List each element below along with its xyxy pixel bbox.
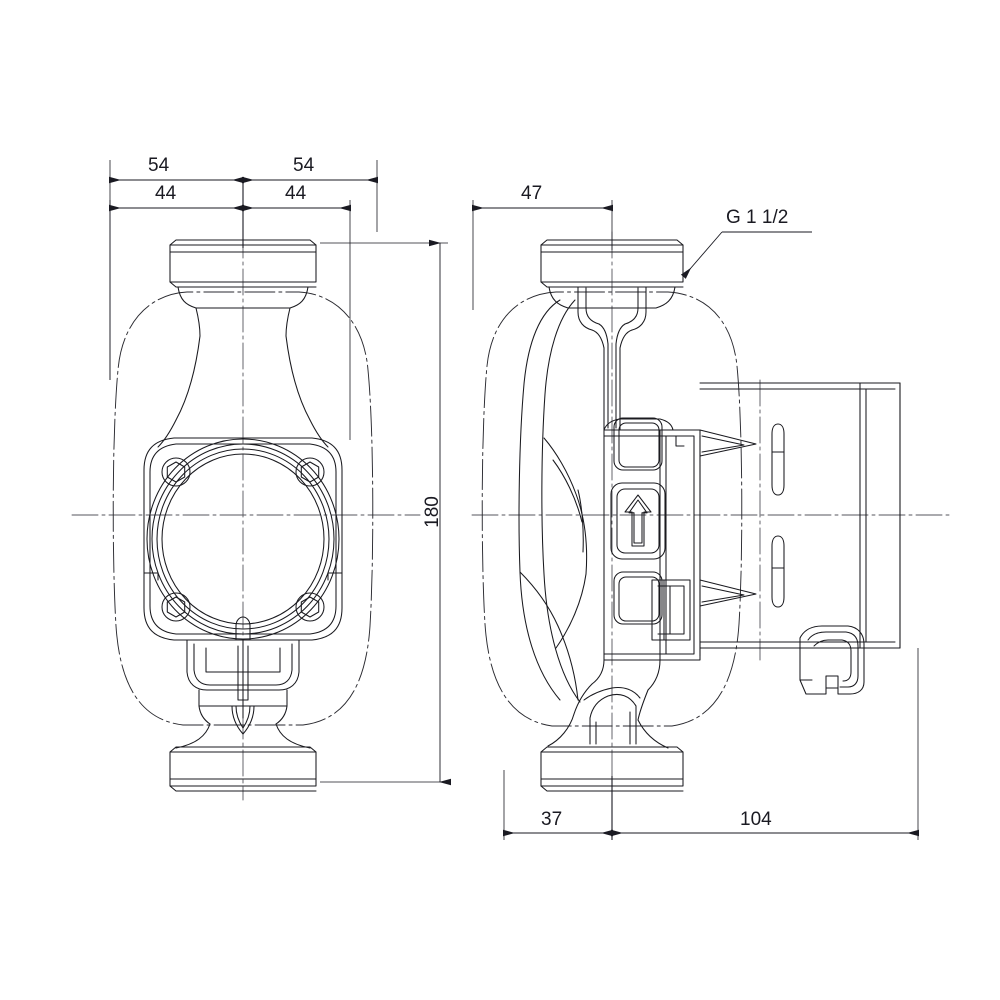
thread-callout: G 1 1/2 [680,207,812,279]
hex-bolt-icon [295,457,325,487]
dim-label-47: 47 [521,183,542,204]
thread-callout-label: G 1 1/2 [726,207,788,228]
side-lower-leg [573,659,661,745]
up-arrow-icon [624,494,652,547]
hex-bolt-icon [161,457,191,487]
dim-label-44-right: 44 [285,183,307,204]
dim-label-104: 104 [740,809,772,830]
front-center-lines [71,231,421,801]
hex-bolt-icon [295,592,325,622]
side-volute-casing [518,299,588,703]
dimension-layer: 54 54 44 44 180 47 [109,155,919,840]
dim-side-47: 47 [472,183,613,310]
side-motor-housing [699,382,901,649]
panel-button-top [613,417,663,471]
panel-button-bottom [613,571,663,625]
dim-front-44-pair: 44 44 [109,183,351,440]
panel-button-middle [610,482,666,560]
dim-label-44-left: 44 [155,183,177,204]
dim-label-54-right: 54 [293,155,315,176]
side-cable-connector [799,625,865,695]
front-view [71,231,421,801]
front-stator-rings [146,438,340,640]
side-view [471,231,951,801]
dim-front-180: 180 [320,239,451,786]
front-bolt-group [161,457,325,622]
side-center-lines [471,231,951,801]
dim-label-54-left: 54 [148,155,170,176]
front-flange-notches [143,572,343,581]
front-bottom-port [169,723,317,792]
front-motor-flange [143,437,343,641]
side-control-block [603,418,701,661]
side-top-port [540,239,684,431]
side-outer-shell-outline [481,291,743,727]
dim-side-37-104: 37 104 [503,648,919,840]
side-control-panel-keys [610,417,666,625]
dim-front-54-pair: 54 54 [109,155,378,380]
dim-label-37: 37 [541,809,562,830]
front-outer-shell-outline [112,291,374,726]
hex-bolt-icon [161,592,191,622]
front-lower-plug-detail [186,616,300,735]
dim-label-180: 180 [422,496,443,528]
front-housing-neck [157,335,329,448]
